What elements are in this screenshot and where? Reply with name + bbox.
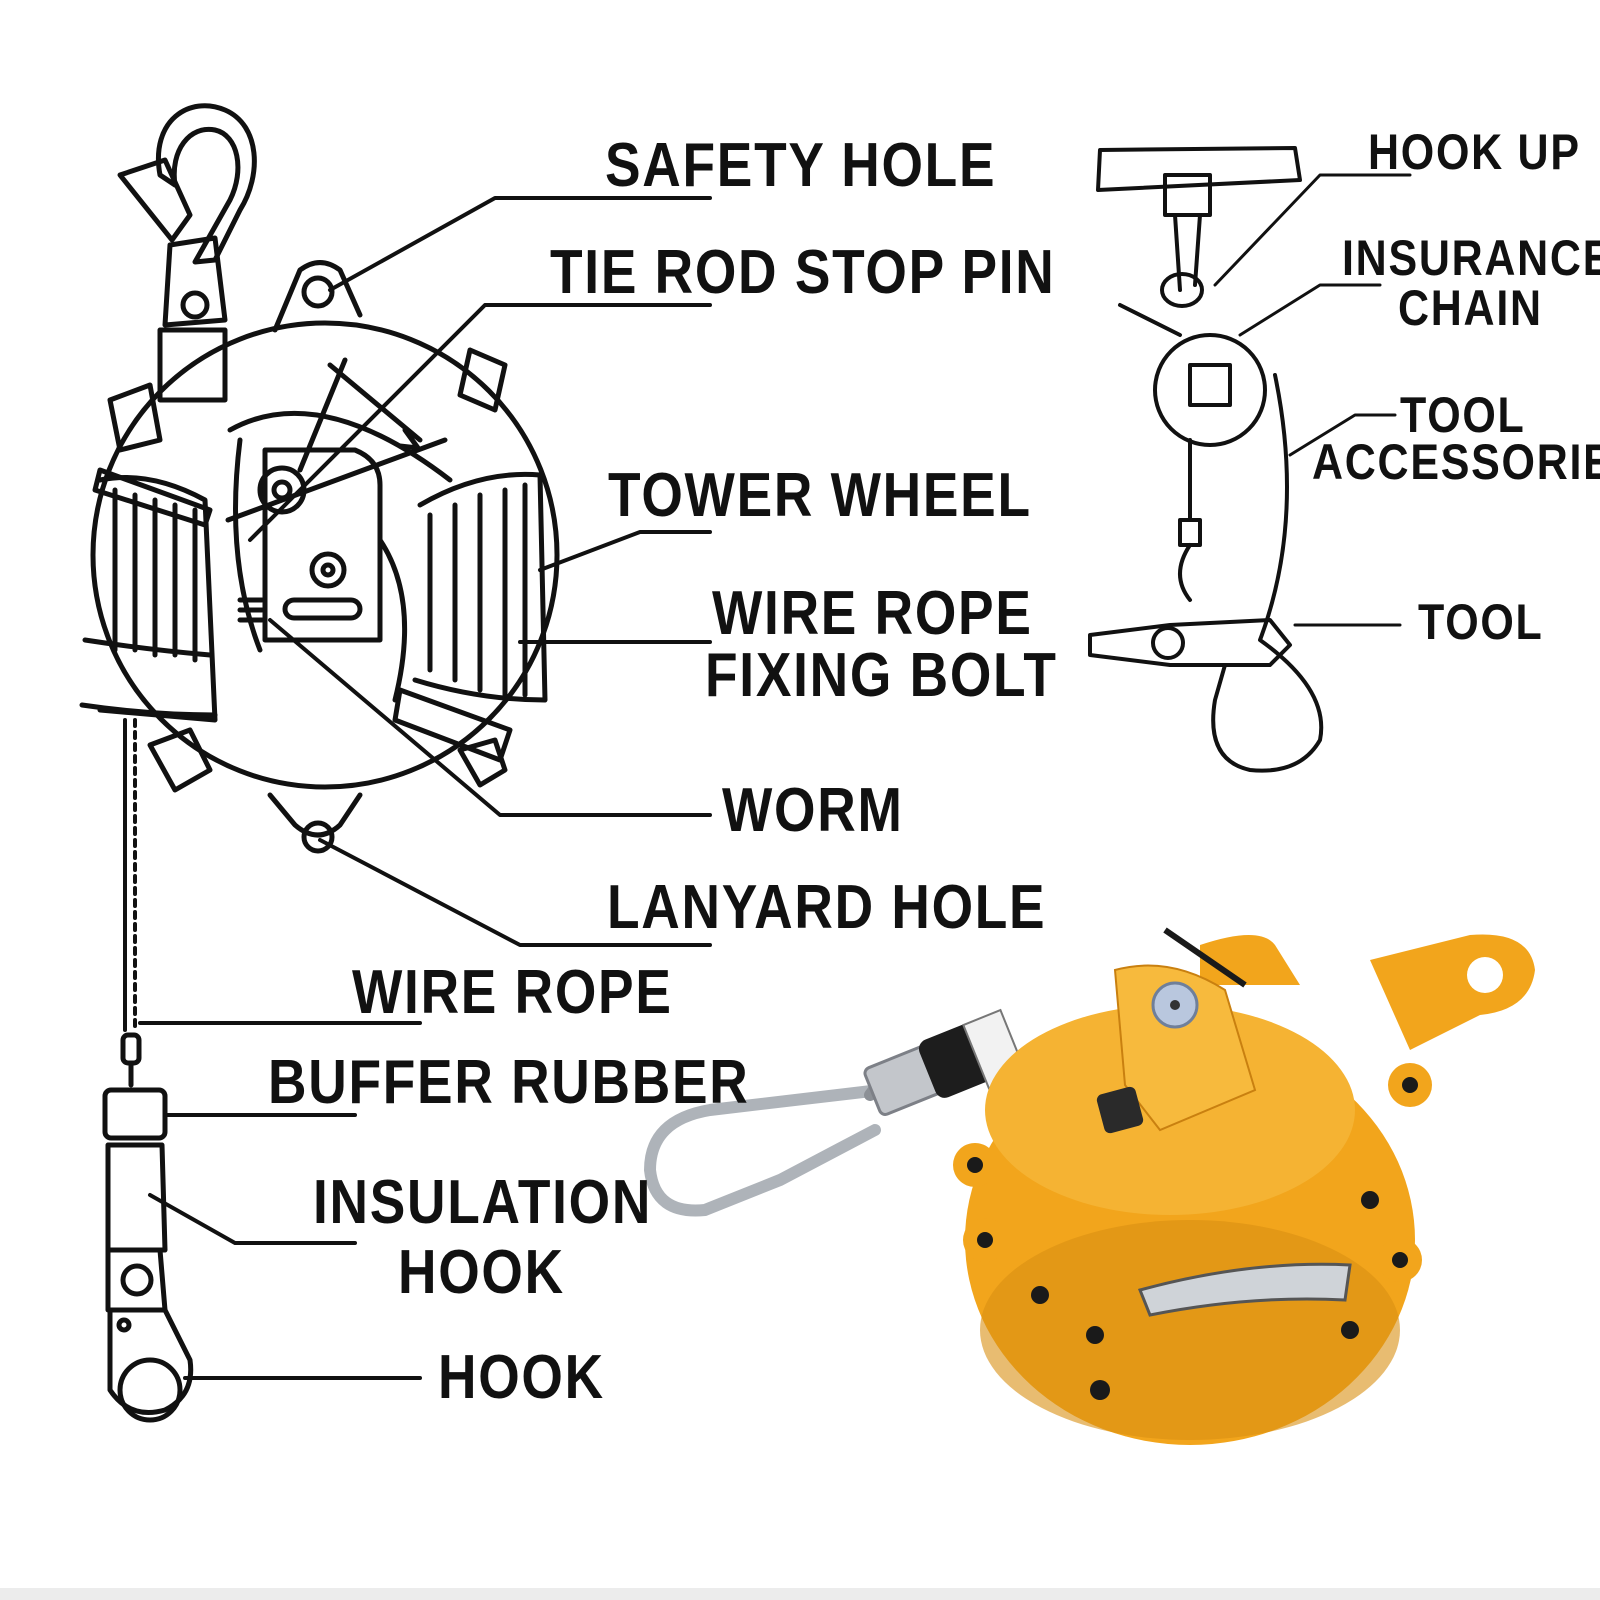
label-tool: TOOL (1418, 594, 1544, 650)
label-wire-rope-fixing-bolt-line2: FIXING BOLT (705, 641, 1058, 710)
product-top-hook (1370, 934, 1535, 1050)
mounting-line-drawing (1088, 146, 1412, 773)
housing-drawing (79, 260, 560, 854)
label-hook-up: HOOK UP (1368, 124, 1581, 180)
label-safety-hole: SAFETY HOLE (605, 131, 997, 200)
wire-rope-drawing (120, 718, 142, 1088)
label-tool-accessories-line2: ACCESSORIES (1312, 434, 1600, 490)
label-tie-rod-stop-pin: TIE ROD STOP PIN (550, 238, 1056, 307)
insulation-hook-drawing (102, 1087, 194, 1423)
label-buffer-rubber: BUFFER RUBBER (268, 1048, 750, 1117)
label-hook: HOOK (438, 1343, 605, 1412)
label-tower-wheel: TOWER WHEEL (608, 461, 1032, 530)
label-worm: WORM (722, 776, 904, 845)
bottom-border-strip (0, 1588, 1600, 1600)
label-insurance-chain-line2: CHAIN (1398, 280, 1543, 336)
label-insulation-hook-line2: HOOK (398, 1238, 565, 1307)
label-lanyard-hole: LANYARD HOLE (607, 873, 1047, 942)
label-tool-accessories-line1: TOOL (1400, 387, 1526, 443)
top-hook-drawing (117, 103, 257, 403)
bolt-holes (967, 1077, 1418, 1400)
label-wire-rope: WIRE ROPE (352, 958, 673, 1027)
leader-lines (138, 196, 712, 1380)
overhead-rail (1096, 146, 1302, 192)
label-insurance-chain-line1: INSURANCE (1342, 230, 1600, 286)
label-insulation-hook-line1: INSULATION (313, 1168, 653, 1237)
spring-window (1137, 1262, 1352, 1317)
product-illustration (643, 927, 1535, 1445)
balancer-line-drawing (79, 103, 712, 1423)
tool-drawing (1088, 618, 1292, 667)
label-wire-rope-fixing-bolt-line1: WIRE ROPE (712, 579, 1033, 648)
